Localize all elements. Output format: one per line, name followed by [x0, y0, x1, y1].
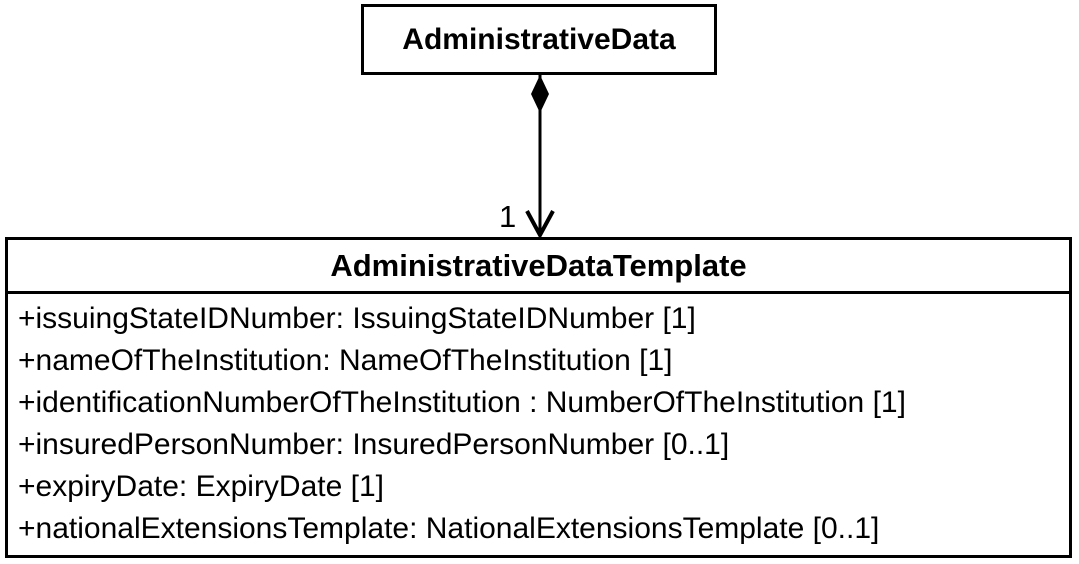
- class-box-administrative-data-template: AdministrativeDataTemplate +issuingState…: [5, 237, 1072, 558]
- attribute-row: +expiryDate: ExpiryDate [1]: [18, 470, 384, 503]
- class-title-compartment: AdministrativeDataTemplate: [8, 240, 1069, 294]
- attribute-row: +issuingStateIDNumber: IssuingStateIDNum…: [18, 302, 696, 335]
- arrowhead-down-icon: [525, 210, 555, 240]
- attribute-row: +nationalExtensionsTemplate: NationalExt…: [18, 512, 880, 545]
- multiplicity-label: 1: [499, 199, 517, 234]
- class-name: AdministrativeData: [402, 22, 676, 56]
- composition-diamond-icon: [531, 75, 549, 113]
- attribute-row: +insuredPersonNumber: InsuredPersonNumbe…: [18, 428, 730, 461]
- attributes-compartment: +issuingStateIDNumber: IssuingStateIDNum…: [8, 294, 1069, 550]
- class-box-administrative-data: AdministrativeData: [361, 4, 717, 75]
- attribute-row: +nameOfTheInstitution: NameOfTheInstitut…: [18, 344, 673, 377]
- attribute-row: +identificationNumberOfTheInstitution : …: [18, 386, 906, 419]
- class-name: AdministrativeDataTemplate: [330, 247, 747, 283]
